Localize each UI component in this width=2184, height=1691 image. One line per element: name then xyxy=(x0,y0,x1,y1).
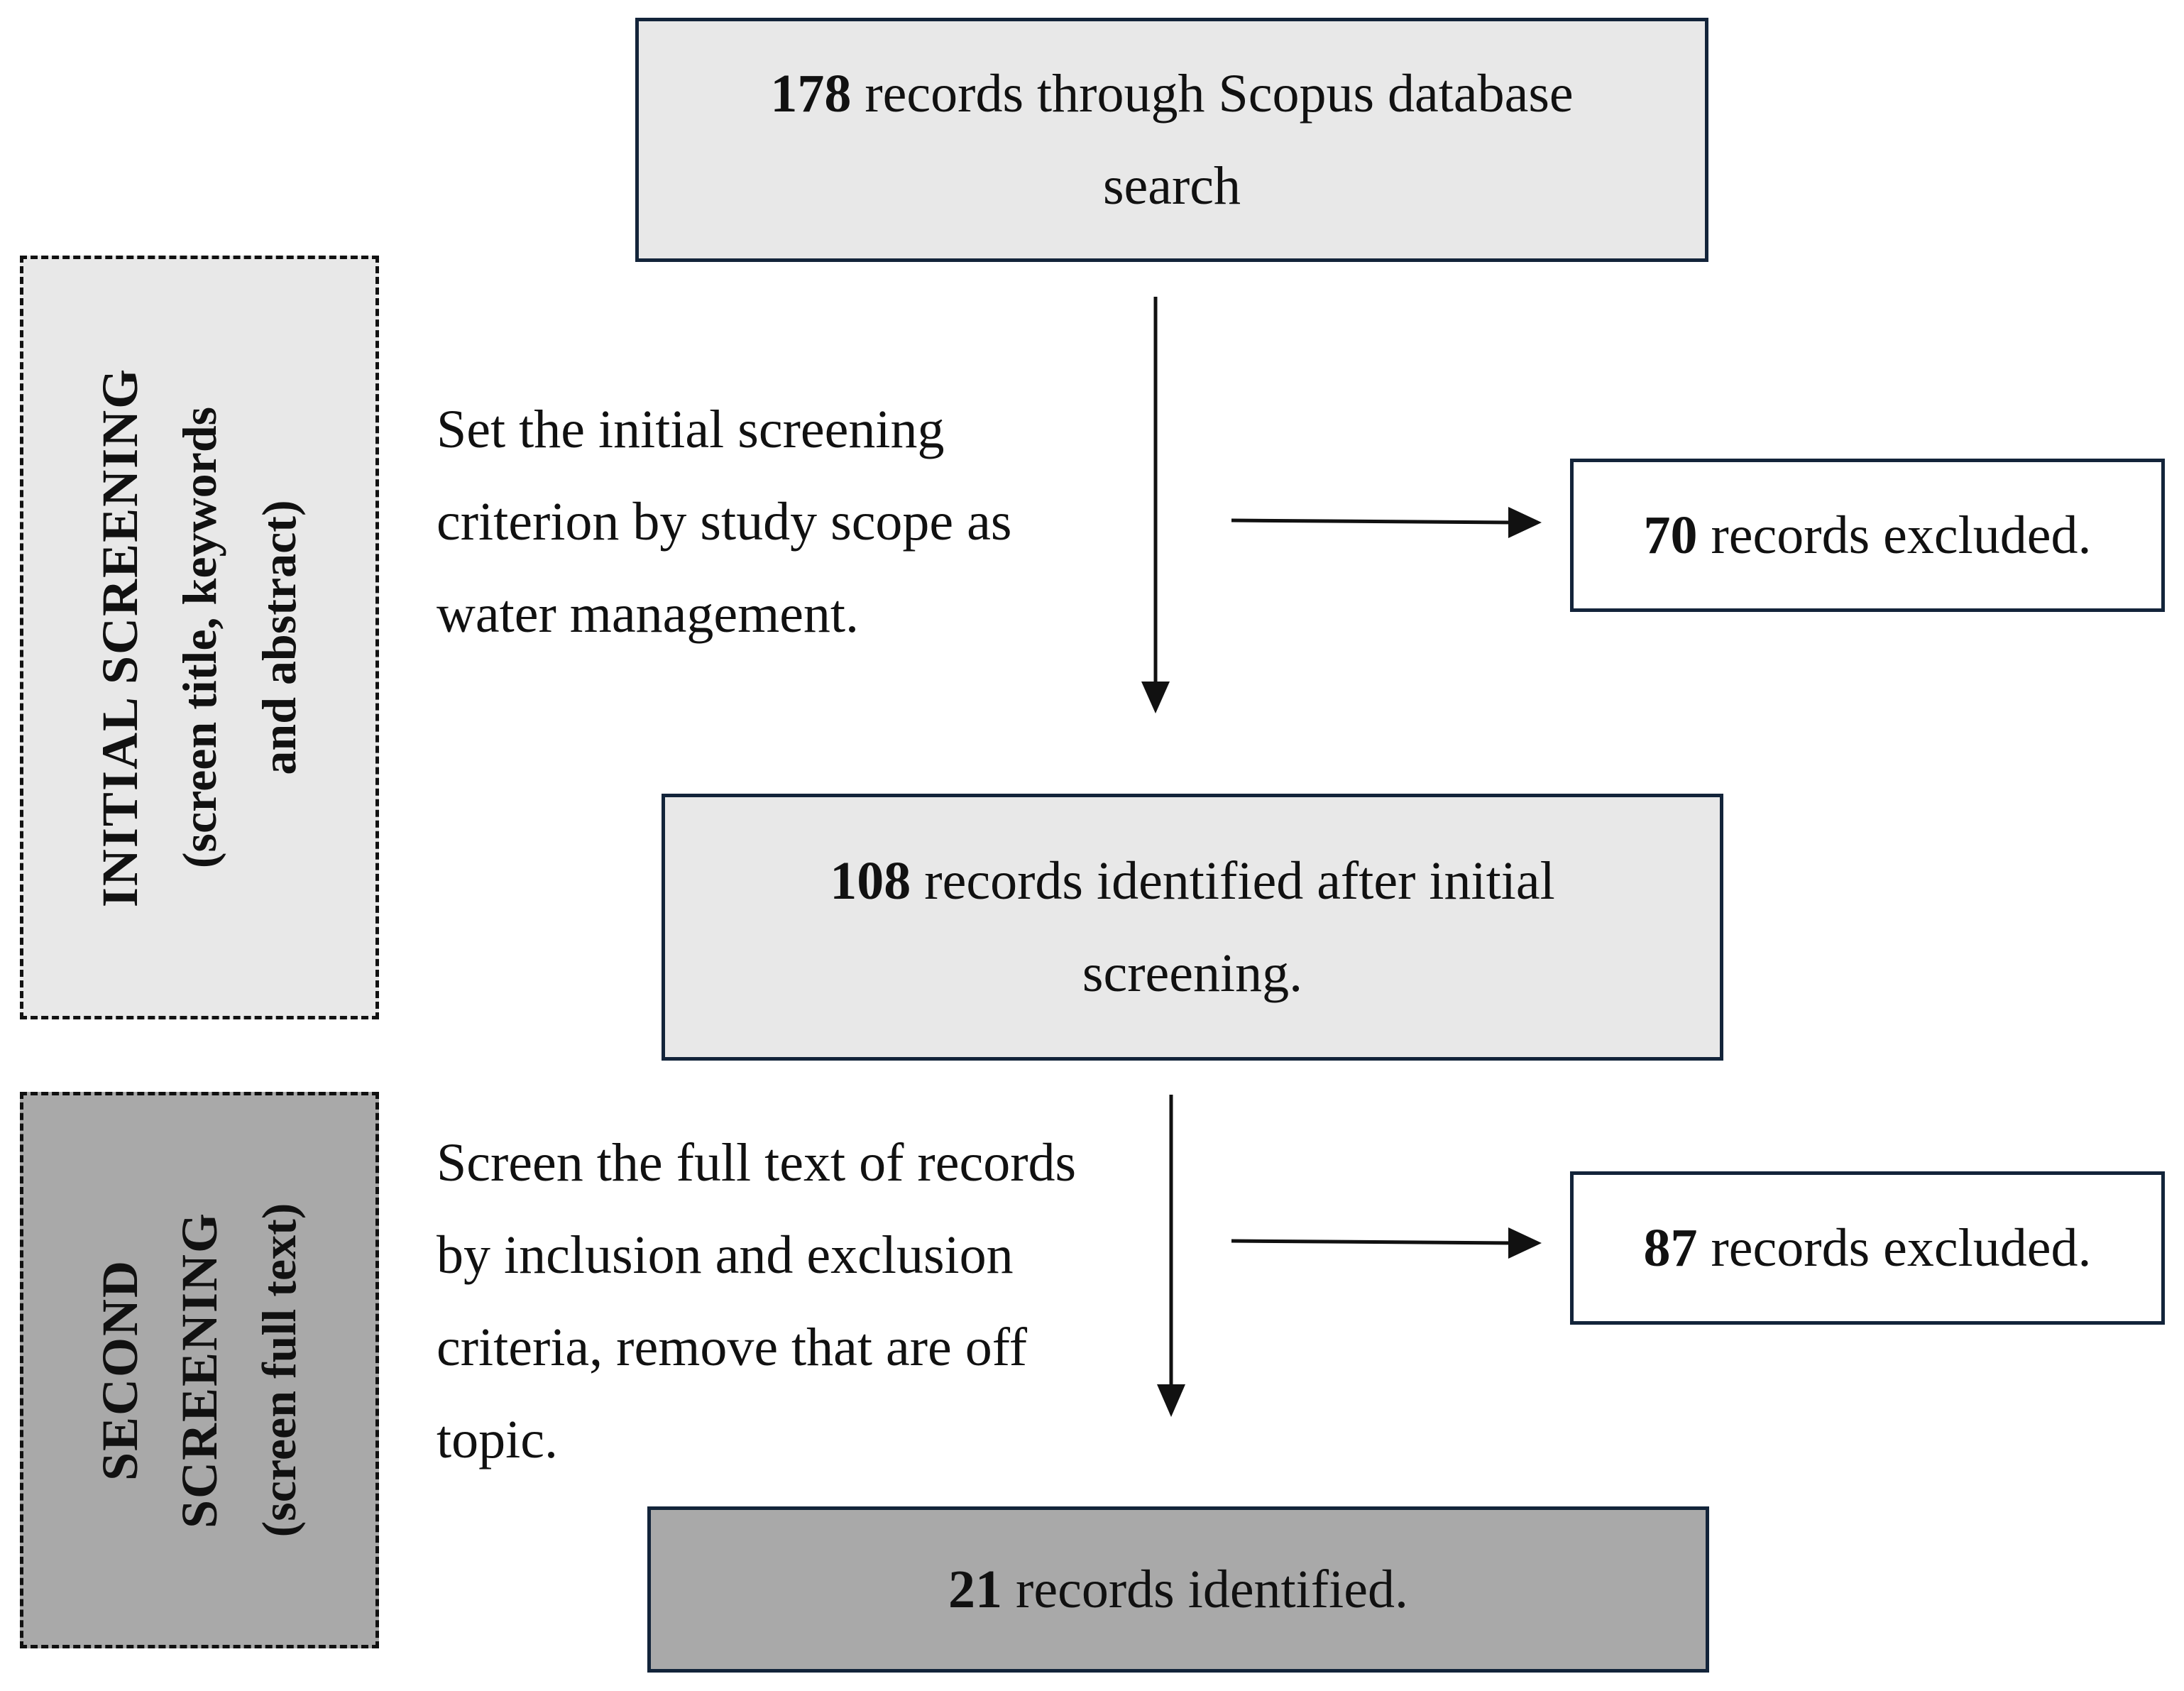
search-records-text: 178 records through Scopus database sear… xyxy=(770,48,1573,232)
second-criterion-line: Screen the full text of records xyxy=(437,1133,1077,1193)
arrow-right-second-exclusion xyxy=(1231,1227,1542,1259)
second-exclusion-text: 87 records excluded. xyxy=(1644,1202,2092,1294)
final-records-count: 21 xyxy=(948,1560,1003,1619)
after-initial-line1: records identified after initial xyxy=(911,851,1555,911)
second-exclusion-rest: records excluded. xyxy=(1697,1218,2092,1278)
first-exclusion-box: 70 records excluded. xyxy=(1570,459,2165,612)
arrow-right-first-exclusion xyxy=(1231,507,1542,538)
first-exclusion-count: 70 xyxy=(1643,505,1698,565)
second-exclusion-box: 87 records excluded. xyxy=(1570,1171,2165,1325)
initial-criterion-text: Set the initial screening criterion by s… xyxy=(437,383,1011,660)
arrow-down-initial xyxy=(1141,297,1170,713)
second-criterion-text: Screen the full text of records by inclu… xyxy=(437,1117,1076,1486)
arrow-down-second xyxy=(1157,1095,1185,1417)
second-criterion-line: criteria, remove that are off xyxy=(437,1318,1028,1377)
search-records-count: 178 xyxy=(770,64,852,124)
after-initial-text: 108 records identified after initial scr… xyxy=(830,835,1554,1019)
second-criterion-line: topic. xyxy=(437,1410,558,1470)
after-initial-count: 108 xyxy=(830,851,911,911)
initial-criterion-line: criterion by study scope as xyxy=(437,492,1012,552)
search-records-box: 178 records through Scopus database sear… xyxy=(635,18,1708,262)
initial-criterion-line: Set the initial screening xyxy=(437,400,945,459)
search-records-line2: search xyxy=(1102,156,1241,216)
final-records-box: 21 records identified. xyxy=(647,1506,1709,1673)
initial-criterion-line: water management. xyxy=(437,584,860,644)
after-initial-line2: screening. xyxy=(1082,943,1303,1003)
second-criterion-line: by inclusion and exclusion xyxy=(437,1225,1014,1285)
second-exclusion-count: 87 xyxy=(1643,1218,1698,1278)
search-records-line1: records through Scopus database xyxy=(851,64,1574,124)
final-records-text: 21 records identified. xyxy=(948,1543,1408,1636)
first-exclusion-rest: records excluded. xyxy=(1697,505,2092,565)
final-records-rest: records identified. xyxy=(1002,1560,1408,1619)
first-exclusion-text: 70 records excluded. xyxy=(1644,489,2092,581)
second-screening-panel: SECOND SCREENING (screen full text) xyxy=(20,1092,379,1648)
initial-screening-panel: INITIAL SCREENING (screen title, keyword… xyxy=(20,256,379,1019)
after-initial-box: 108 records identified after initial scr… xyxy=(662,794,1723,1061)
